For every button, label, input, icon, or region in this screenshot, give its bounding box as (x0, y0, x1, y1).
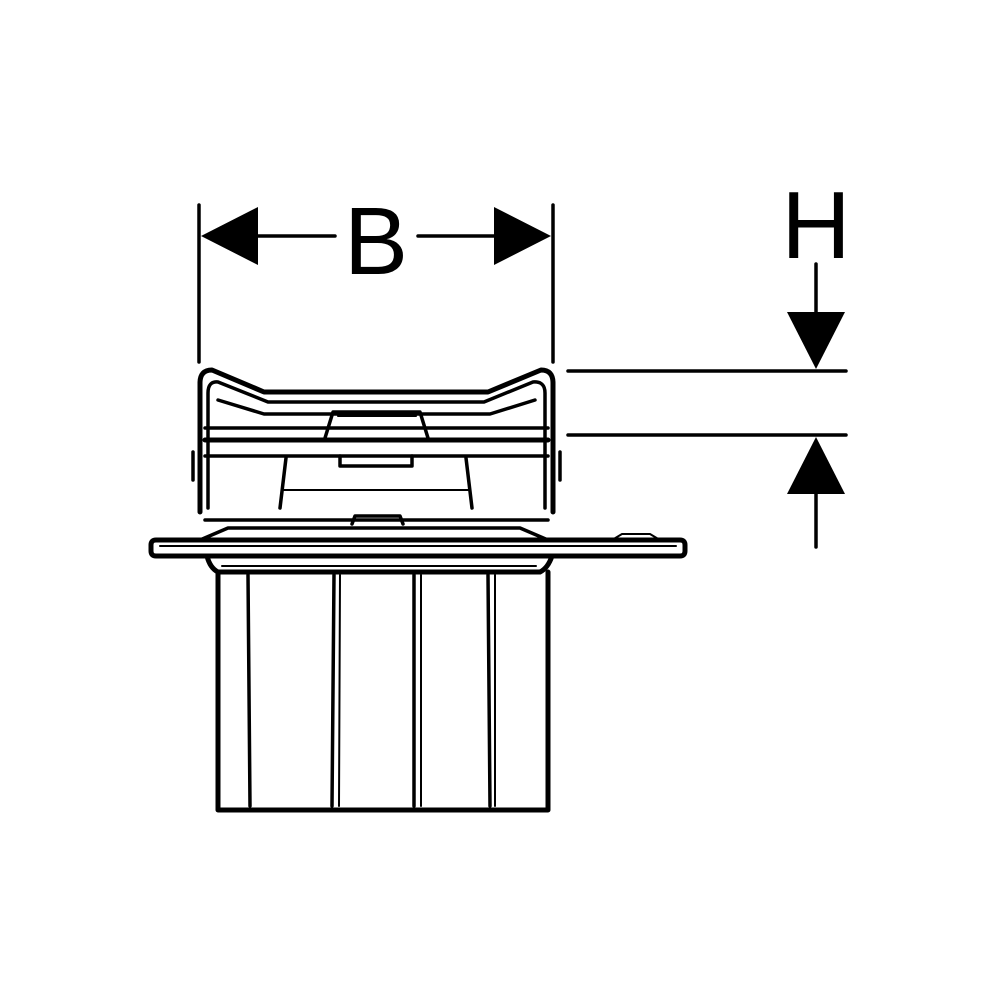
flange-taper (198, 526, 550, 542)
grate-nub (350, 514, 405, 526)
pipe-rib-4 (486, 573, 492, 808)
b-arrow-right (494, 207, 551, 265)
grate-inner-rim (206, 380, 547, 510)
pipe-outline (215, 569, 551, 813)
grate-body-left (278, 456, 288, 510)
flange-tab (611, 533, 661, 541)
drain-outlet-pipe (204, 553, 555, 813)
grate-latch (338, 454, 414, 468)
flange-outline (148, 537, 688, 559)
drain-flange (148, 526, 688, 559)
h-arrow-up (787, 437, 845, 494)
b-arrow-left (201, 207, 258, 265)
dimension-label-b: B (344, 188, 408, 295)
grate-outline (197, 367, 556, 515)
h-arrow-down (787, 312, 845, 369)
grate-center-block (323, 410, 430, 440)
grate-body-right (464, 456, 474, 510)
grate-top-plate (216, 398, 537, 416)
pipe-collar (204, 553, 555, 575)
pipe-rib-1 (246, 573, 252, 808)
pipe-rib-2 (330, 573, 336, 808)
dimension-label-h: H (781, 172, 850, 279)
drain-grate (191, 367, 562, 526)
drain-outline (148, 367, 688, 813)
dimension-b: B (197, 188, 555, 364)
pipe-rib-2b (338, 574, 341, 807)
dimension-h: H (566, 172, 851, 549)
